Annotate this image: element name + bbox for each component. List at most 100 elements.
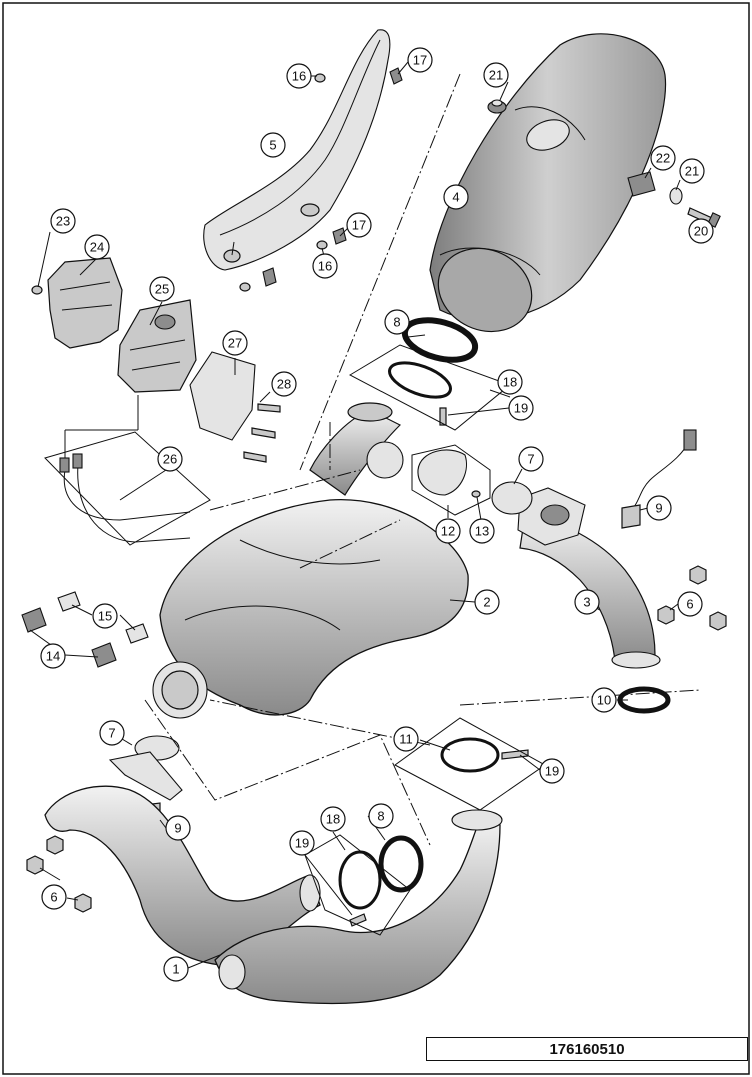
svg-text:6: 6 <box>50 890 57 905</box>
svg-text:24: 24 <box>90 240 104 255</box>
svg-text:22: 22 <box>656 151 670 166</box>
svg-text:1: 1 <box>172 962 179 977</box>
svg-text:27: 27 <box>228 336 242 351</box>
svg-text:3: 3 <box>583 595 590 610</box>
svg-text:19: 19 <box>295 836 309 851</box>
svg-text:11: 11 <box>399 732 413 747</box>
svg-text:16: 16 <box>292 69 306 84</box>
header-pipe-part-1 <box>44 751 503 1005</box>
callout-15: 15 <box>92 603 118 629</box>
callout-18b: 18 <box>320 806 346 832</box>
callout-23: 23 <box>50 208 76 234</box>
svg-text:23: 23 <box>56 214 70 229</box>
pre-silencer-part-2 <box>152 499 469 719</box>
callout-4: 4 <box>443 184 469 210</box>
bracket-part-27 <box>189 351 256 441</box>
reference-number: 176160510 <box>549 1040 625 1058</box>
callout-16b: 16 <box>312 253 338 279</box>
svg-text:18: 18 <box>503 375 517 390</box>
callout-19b: 19 <box>539 758 565 784</box>
callout-3: 3 <box>574 589 600 615</box>
actuator-cover-part-24 <box>47 257 123 349</box>
link-pipe-part-3 <box>517 487 661 669</box>
callout-11: 11 <box>393 726 419 752</box>
svg-text:7: 7 <box>527 452 534 467</box>
callout-12: 12 <box>435 518 461 544</box>
callout-1: 1 <box>163 956 189 982</box>
callout-17a: 17 <box>407 47 433 73</box>
muffler-part-4 <box>429 33 667 333</box>
callout-8a: 8 <box>384 309 410 335</box>
callout-17b: 17 <box>346 212 372 238</box>
valve-connector-pipe <box>309 402 404 496</box>
svg-text:16: 16 <box>318 259 332 274</box>
svg-text:19: 19 <box>514 401 528 416</box>
svg-text:21: 21 <box>489 68 503 83</box>
callout-13: 13 <box>469 518 495 544</box>
svg-text:2: 2 <box>483 595 490 610</box>
callout-9a: 9 <box>646 495 672 521</box>
callout-20: 20 <box>688 218 714 244</box>
callout-21a: 21 <box>483 62 509 88</box>
callout-26: 26 <box>157 446 183 472</box>
plugs-part-14 <box>21 607 117 668</box>
svg-text:14: 14 <box>46 649 60 664</box>
callout-24: 24 <box>84 234 110 260</box>
callout-21b: 21 <box>679 158 705 184</box>
svg-text:4: 4 <box>452 190 459 205</box>
svg-text:5: 5 <box>269 138 276 153</box>
screw-part-16 <box>239 73 328 292</box>
callout-7a: 7 <box>518 446 544 472</box>
callout-19c: 19 <box>289 830 315 856</box>
svg-text:18: 18 <box>326 812 340 827</box>
clamp-part-18 <box>338 361 452 910</box>
callout-8b: 8 <box>368 803 394 829</box>
callout-27: 27 <box>222 330 248 356</box>
svg-text:28: 28 <box>277 377 291 392</box>
callout-25: 25 <box>149 276 175 302</box>
svg-text:19: 19 <box>545 764 559 779</box>
svg-text:9: 9 <box>655 501 662 516</box>
svg-text:7: 7 <box>108 726 115 741</box>
svg-text:9: 9 <box>174 821 181 836</box>
clamp-part-11 <box>440 737 500 773</box>
grommet-part-21 <box>487 99 507 114</box>
svg-text:17: 17 <box>413 53 427 68</box>
leader-lines <box>29 61 706 969</box>
svg-text:21: 21 <box>685 164 699 179</box>
svg-text:8: 8 <box>377 809 384 824</box>
valve-heat-shield-part-12 <box>417 449 467 496</box>
callout-9b: 9 <box>165 815 191 841</box>
svg-text:13: 13 <box>475 524 489 539</box>
svg-text:6: 6 <box>686 597 693 612</box>
reference-number-box: 176160510 <box>426 1037 748 1061</box>
callout-6b: 6 <box>41 884 67 910</box>
callout-16a: 16 <box>286 63 312 89</box>
clip-part-17 <box>262 67 403 287</box>
svg-text:15: 15 <box>98 609 112 624</box>
svg-text:17: 17 <box>352 218 366 233</box>
svg-text:8: 8 <box>393 315 400 330</box>
callout-22: 22 <box>650 145 676 171</box>
svg-text:12: 12 <box>441 524 455 539</box>
callout-6a: 6 <box>677 591 703 617</box>
callout-5: 5 <box>260 132 286 158</box>
nuts-part-6 <box>26 565 727 913</box>
svg-text:26: 26 <box>163 452 177 467</box>
screw-part-23 <box>31 285 43 295</box>
callout-18a: 18 <box>497 369 523 395</box>
callout-19a: 19 <box>508 395 534 421</box>
exhaust-actuator-part-25 <box>117 299 197 393</box>
svg-text:25: 25 <box>155 282 169 297</box>
washer-part-21 <box>669 187 683 205</box>
heat-shield-part-5 <box>203 29 391 271</box>
callout-7b: 7 <box>99 720 125 746</box>
bolts-part-28 <box>243 403 281 463</box>
callout-10: 10 <box>591 687 617 713</box>
rubber-mount-part-22 <box>627 171 656 197</box>
bowden-cables-part-26 <box>59 453 191 543</box>
screw-part-13 <box>471 490 481 498</box>
